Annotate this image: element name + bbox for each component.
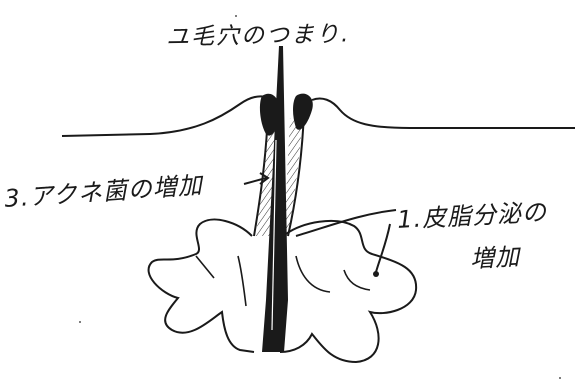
hair-shaft-highlight — [271, 139, 277, 331]
arrow-right-dot — [373, 271, 379, 277]
label-pore-clogging: ユ毛穴のつまり. — [165, 21, 351, 51]
arrow-right-pointer-1 — [295, 209, 397, 237]
label-sebum-secretion-increase-cont: 増加 — [469, 242, 521, 274]
sebaceous-gland-left — [147, 218, 255, 353]
gland-inner-stroke-left — [195, 255, 215, 279]
arrow-right-pointer-2 — [375, 223, 391, 273]
gland-inner-stroke-right2 — [343, 269, 371, 291]
gland-inner-stroke-right — [295, 255, 331, 293]
arrow-left-pointer — [243, 177, 267, 185]
gland-inner-stroke-left2 — [237, 255, 247, 307]
follicle-wall-right — [287, 111, 305, 237]
skin-surface — [61, 95, 575, 137]
sebaceous-gland-right — [279, 219, 418, 364]
bacteria-hatch-right — [284, 118, 302, 236]
pencil-speck — [79, 321, 81, 323]
pencil-speck — [235, 15, 237, 17]
pencil-speck — [559, 377, 561, 379]
pore-plug-right — [293, 93, 313, 130]
arrow-left-head — [259, 172, 270, 185]
